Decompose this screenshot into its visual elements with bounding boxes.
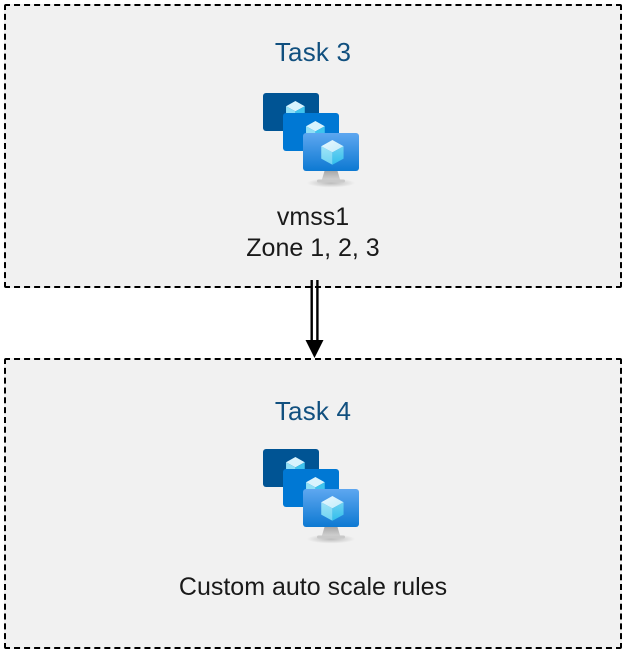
task-box-title: Task 3 <box>274 37 352 67</box>
caption-line: Custom auto scale rules <box>178 573 448 601</box>
vm-scale-set-icon-container <box>6 90 620 188</box>
vm-scale-set-icon <box>263 449 359 544</box>
task-box-task-3: Task 3 <box>4 4 622 288</box>
caption-line: Zone 1, 2, 3 <box>246 234 380 262</box>
task-box-task-4: Task 4 <box>4 358 622 649</box>
task-box-caption: vmss1 Zone 1, 2, 3 <box>6 202 620 264</box>
double-line-arrow-down-icon <box>305 280 324 358</box>
task-box-caption: Custom auto scale rules <box>6 572 620 603</box>
vm-scale-set-icon-container <box>6 446 620 544</box>
vm-scale-set-icon <box>263 93 359 188</box>
task-box-title: Task 4 <box>274 396 352 426</box>
caption-line: vmss1 <box>276 203 350 231</box>
